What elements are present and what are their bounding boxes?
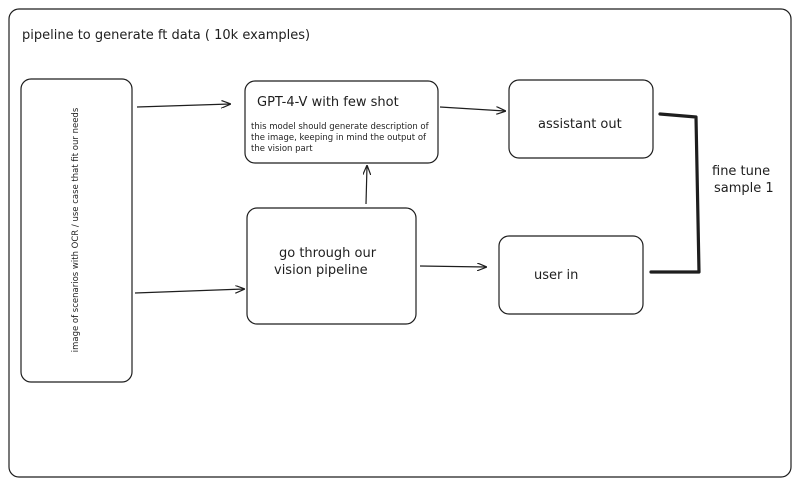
arrow-input-to-gpt4v — [136, 104, 230, 107]
assistant-out-label: assistant out — [538, 117, 622, 132]
gpt4v-description: this model should generate description o… — [251, 122, 429, 154]
user-in-label: user in — [534, 268, 579, 283]
fine-tune-line1: fine tune — [712, 164, 771, 179]
fine-tune-line2: sample 1 — [714, 181, 774, 196]
arrow-gpt4v-to-assistant — [439, 106, 505, 111]
vision-pipeline-line1: go through our — [279, 246, 377, 261]
arrow-vision-to-user — [419, 266, 486, 267]
input-images-box — [20, 78, 133, 383]
assistant-out-box — [508, 79, 654, 159]
outer-frame — [8, 8, 792, 478]
vision-pipeline-line2: vision pipeline — [274, 263, 368, 278]
arrow-input-to-vision — [134, 289, 244, 294]
vision-pipeline-box — [246, 207, 417, 325]
user-in-box — [498, 235, 644, 315]
diagram-title: pipeline to generate ft data ( 10k examp… — [22, 28, 311, 43]
fine-tune-bracket — [649, 112, 701, 274]
input-images-label: image of scenarios with OCR / use case t… — [71, 107, 81, 353]
gpt4v-title: GPT-4-V with few shot — [257, 95, 399, 110]
gpt4v-box — [244, 80, 439, 164]
arrow-vision-to-gpt4v — [366, 166, 367, 205]
